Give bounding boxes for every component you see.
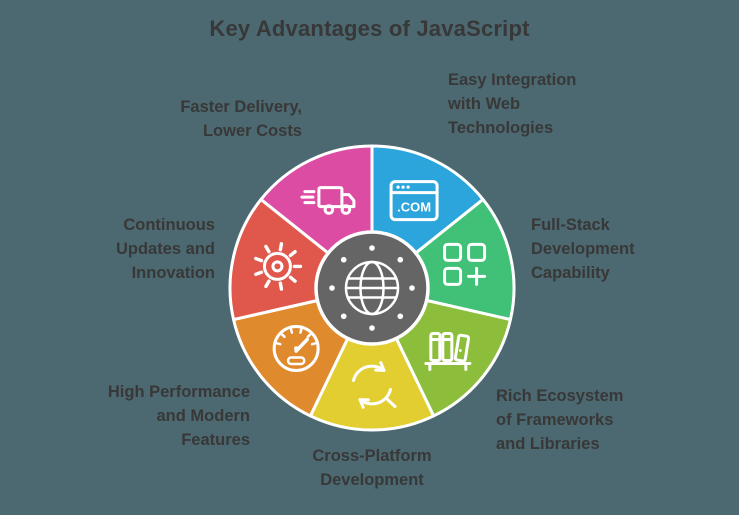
- wheel-segment-cross-platform: [308, 286, 436, 432]
- segment-label-easy-integration: Easy Integration with Web Technologies: [448, 71, 577, 137]
- sync-arrows-icon: [352, 361, 397, 409]
- speedometer-icon: [272, 324, 320, 372]
- svg-text:.COM: .COM: [397, 200, 431, 215]
- segment-label-rich-ecosystem: Rich Ecosystem of Frameworks and Librari…: [496, 387, 624, 453]
- modules-plus-icon: [443, 242, 487, 286]
- delivery-truck-icon: [300, 186, 356, 215]
- globe-icon: [329, 245, 415, 331]
- gear-icon: [254, 242, 303, 291]
- segment-label-continuous-updates: Continuous Updates and Innovation: [115, 216, 215, 282]
- segment-label-full-stack: Full-Stack Development Capability: [531, 216, 635, 282]
- browser-com-icon: .COM: [389, 180, 439, 222]
- segment-label-cross-platform: Cross-Platform Development: [312, 447, 432, 489]
- segment-label-faster-delivery: Faster Delivery, Lower Costs: [180, 98, 302, 140]
- page-title: Key Advantages of JavaScript: [209, 16, 530, 41]
- books-shelf-icon: [424, 331, 472, 371]
- segment-label-high-performance: High Performance and Modern Features: [107, 383, 250, 449]
